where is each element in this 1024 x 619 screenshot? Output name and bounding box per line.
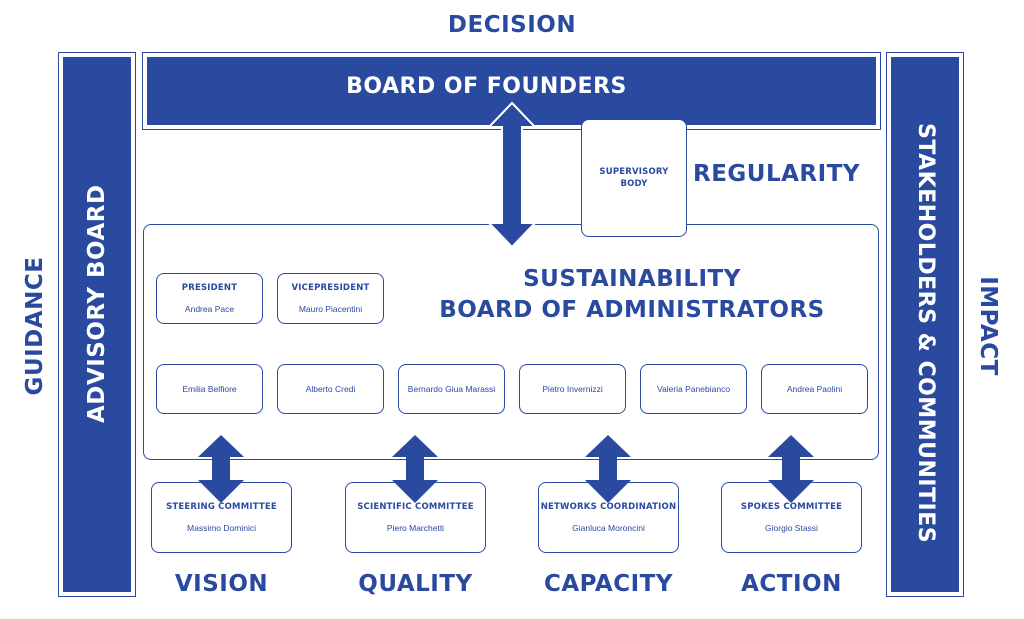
administrator-box: Emilia Belfiore — [156, 364, 263, 414]
double-arrow-icon — [198, 435, 244, 503]
regularity-heading: REGULARITY — [693, 161, 861, 187]
administrator-name: Emilia Belfiore — [182, 384, 237, 394]
supervisory-body-box: SUPERVISORY BODY — [581, 119, 687, 237]
sustainability-title-line2: BOARD OF ADMINISTRATORS — [439, 297, 825, 323]
committee-title: SPOKES COMMITTEE — [740, 502, 843, 512]
administrator-name: Valeria Panebianco — [656, 384, 731, 394]
capacity-label: CAPACITY — [543, 571, 673, 597]
committee-title: STEERING COMMITTEE — [166, 502, 277, 512]
administrator-box: Alberto Credi — [277, 364, 384, 414]
advisory-board-frame — [58, 52, 136, 597]
stakeholders-frame — [886, 52, 964, 597]
double-arrow-icon — [486, 101, 538, 249]
vicepresident-box: VICEPRESIDENT Mauro Piacentini — [277, 273, 384, 324]
administrator-name: Alberto Credi — [305, 384, 356, 394]
committee-name: Gianluca Moroncini — [572, 523, 645, 533]
administrator-name: Bernardo Giua Marassi — [407, 384, 496, 394]
sustainability-board-box — [143, 224, 879, 460]
administrator-box: Valeria Panebianco — [640, 364, 747, 414]
quality-label: QUALITY — [358, 571, 473, 597]
double-arrow-icon — [392, 435, 438, 503]
spokes-committee-box: SPOKES COMMITTEE Giorgio Stassi — [721, 482, 862, 553]
double-arrow-icon — [585, 435, 631, 503]
president-name: Andrea Pace — [184, 304, 235, 314]
vicepresident-title: VICEPRESIDENT — [291, 283, 370, 293]
committee-title: SCIENTIFIC COMMITTEE — [357, 502, 474, 512]
committee-name: Giorgio Stassi — [765, 523, 818, 533]
president-box: PRESIDENT Andrea Pace — [156, 273, 263, 324]
administrator-name: Andrea Paolini — [786, 384, 843, 394]
decision-heading: DECISION — [447, 12, 577, 38]
supervisory-body-line2: BODY — [620, 179, 648, 189]
vision-label: VISION — [174, 571, 269, 597]
president-title: PRESIDENT — [181, 283, 238, 293]
administrator-name: Pietro Invernizzi — [542, 384, 603, 394]
administrator-box: Pietro Invernizzi — [519, 364, 626, 414]
supervisory-body-line1: SUPERVISORY — [599, 167, 669, 177]
action-label: ACTION — [741, 571, 842, 597]
vicepresident-name: Mauro Piacentini — [298, 304, 363, 314]
committee-name: Piero Marchetti — [386, 523, 445, 533]
stakeholders-bar — [891, 57, 959, 592]
sustainability-title-line1: SUSTAINABILITY — [523, 266, 741, 292]
committee-name: Massimo Dominici — [187, 523, 256, 533]
administrator-box: Bernardo Giua Marassi — [398, 364, 505, 414]
advisory-board-bar — [63, 57, 131, 592]
double-arrow-icon — [768, 435, 814, 503]
board-of-founders-label: BOARD OF FOUNDERS — [346, 74, 627, 99]
administrator-box: Andrea Paolini — [761, 364, 868, 414]
committee-title: NETWORKS COORDINATION — [540, 502, 677, 512]
